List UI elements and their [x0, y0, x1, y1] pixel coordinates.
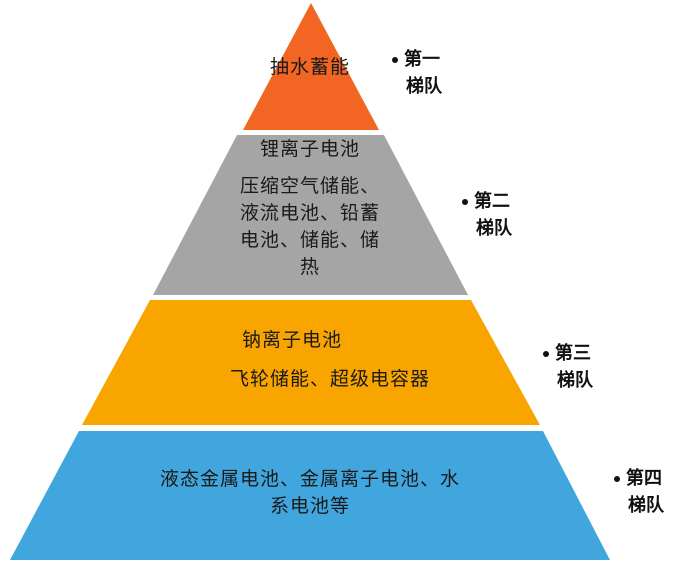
tier-4-line: 液态金属电池、金属离子电池、水 — [159, 468, 460, 490]
label-line: 第二 — [474, 191, 510, 212]
tier-2-line: 压缩空气储能、 — [239, 175, 380, 197]
tier-1-text: 抽水蓄能 — [230, 54, 390, 81]
bullet-icon — [614, 476, 620, 482]
bullet-icon — [392, 57, 398, 63]
tier-2-text: 锂离子电池 压缩空气储能、 液流电池、铅蓄 电池、储能、储 热 — [200, 136, 420, 281]
label-line: 第四 — [626, 468, 662, 489]
bullet-icon — [462, 199, 468, 205]
tier-1-line: 抽水蓄能 — [269, 56, 350, 78]
label-line: 梯队 — [406, 76, 442, 97]
tier-3-label: 第三 梯队 — [543, 340, 593, 394]
tier-4-text: 液态金属电池、金属离子电池、水 系电池等 — [100, 466, 520, 520]
label-line: 梯队 — [557, 370, 593, 391]
tier-2-line: 热 — [299, 256, 320, 278]
tier-3-line: 钠离子电池 — [242, 329, 343, 351]
tier-4-shape — [10, 431, 610, 560]
tier-2-line: 电池、储能、储 — [239, 229, 380, 251]
tier-2-line: 液流电池、铅蓄 — [239, 202, 380, 224]
tier-2-shape — [153, 135, 468, 295]
tier-1-shape — [243, 3, 379, 130]
tier-3-line: 飞轮储能、超级电容器 — [229, 368, 430, 390]
bullet-icon — [543, 351, 549, 357]
tier-1-label: 第一 梯队 — [392, 46, 442, 100]
label-line: 第三 — [555, 343, 591, 364]
label-line: 梯队 — [628, 495, 664, 516]
tier-4-label: 第四 梯队 — [614, 465, 664, 519]
tier-3-text: 钠离子电池 飞轮储能、超级电容器 — [190, 327, 470, 393]
tier-2-line: 锂离子电池 — [259, 138, 360, 160]
label-line: 第一 — [404, 49, 440, 70]
label-line: 梯队 — [476, 218, 512, 239]
tier-4-line: 系电池等 — [269, 495, 350, 517]
tier-2-label: 第二 梯队 — [462, 188, 512, 242]
tier-3-shape — [82, 300, 540, 425]
